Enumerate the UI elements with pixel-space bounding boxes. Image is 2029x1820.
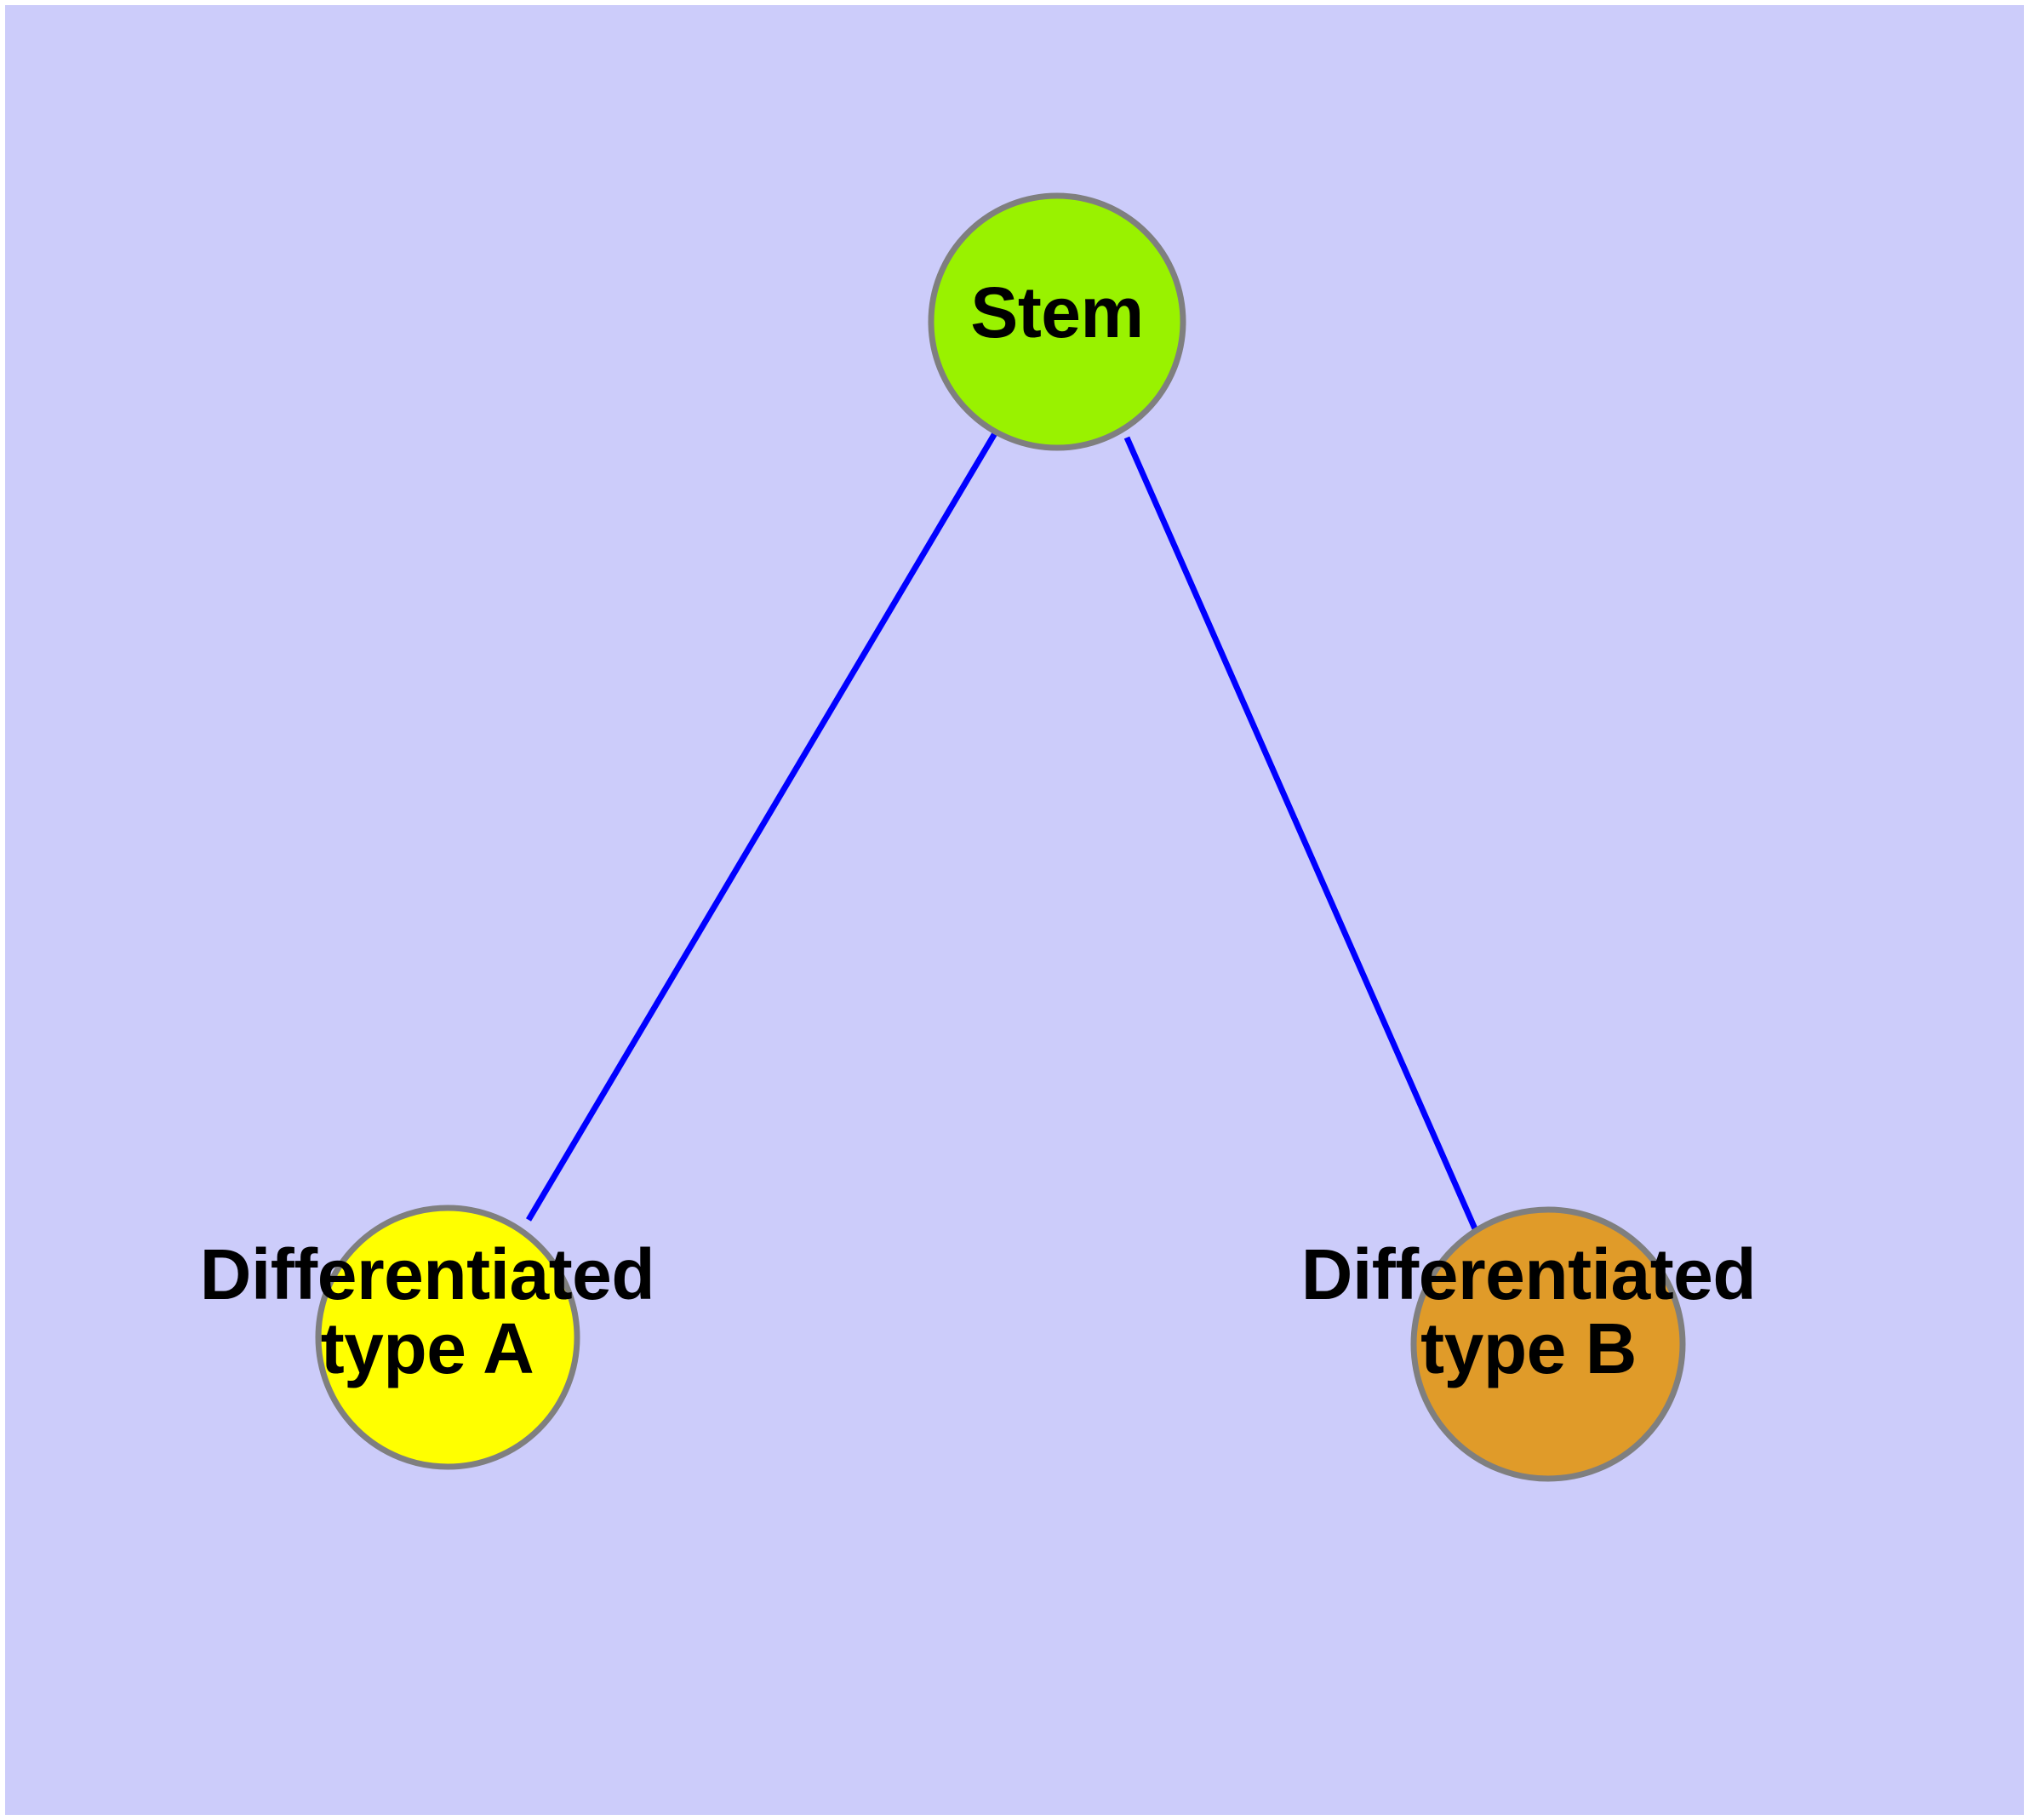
edge-stem-to-differentiated-type-a[interactable] [525, 432, 998, 1222]
node-layer [315, 192, 1686, 1482]
graph-svg [315, 192, 1686, 1482]
node-differentiated-type-a[interactable] [315, 1205, 580, 1470]
node-stem[interactable] [928, 192, 1186, 451]
edge-layer [525, 432, 1480, 1234]
edge-stem-to-differentiated-type-b[interactable] [1123, 436, 1480, 1234]
node-differentiated-type-b[interactable] [1410, 1206, 1686, 1482]
